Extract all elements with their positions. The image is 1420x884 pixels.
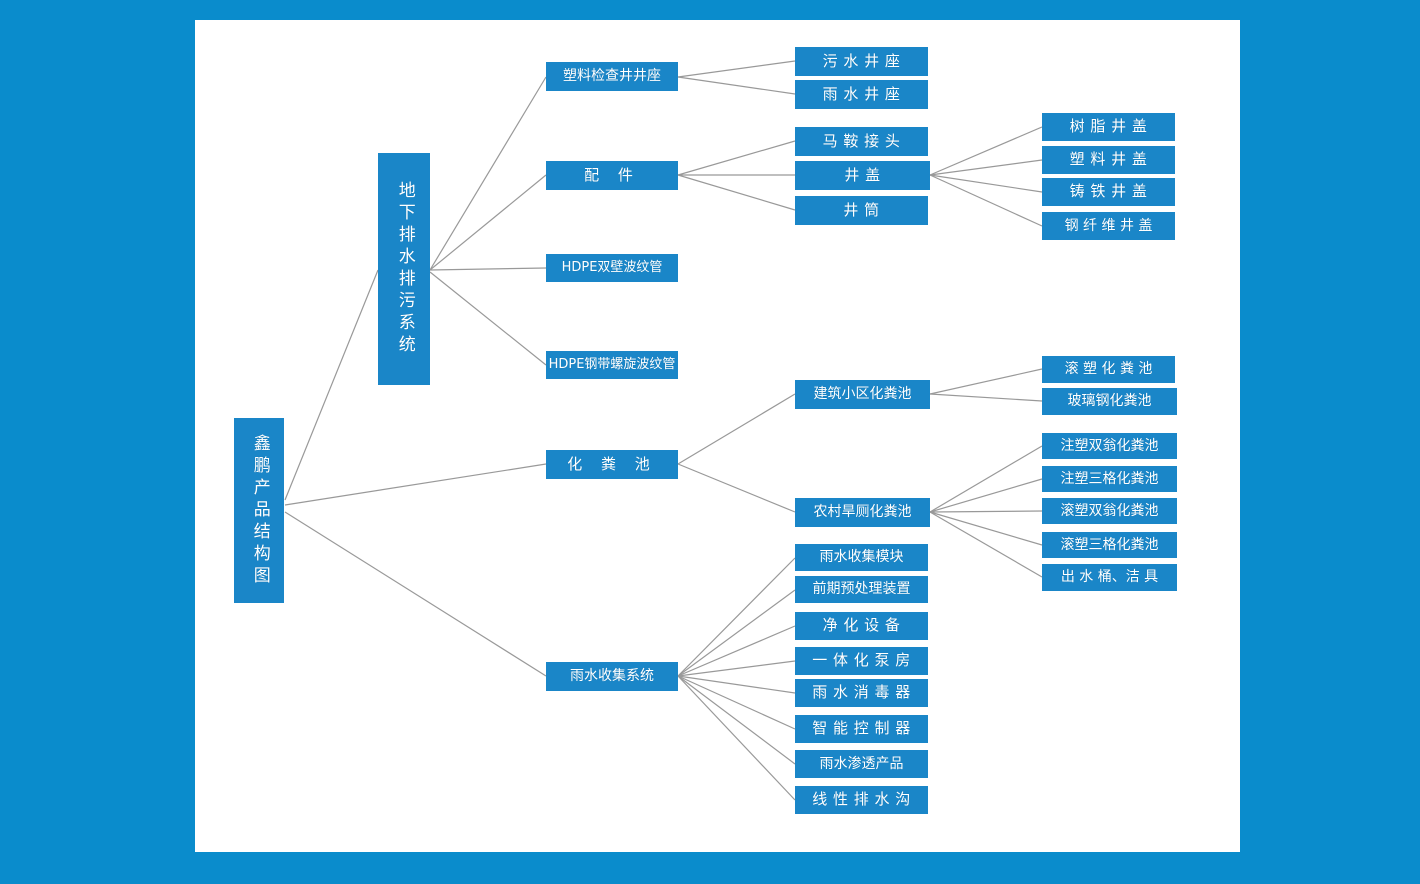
node-rural-latrine-septic-tank[interactable]: 农村旱厕化粪池 bbox=[795, 498, 930, 527]
node-hdpe-double-wall-pipe[interactable]: HDPE双壁波纹管 bbox=[546, 254, 678, 282]
node-pretreatment-device[interactable]: 前期预处理装置 bbox=[795, 576, 928, 603]
node-plastic-manhole-base[interactable]: 塑料检查井井座 bbox=[546, 62, 678, 91]
node-rotomolded-septic-tank[interactable]: 滚 塑 化 粪 池 bbox=[1042, 356, 1175, 383]
node-saddle-joint[interactable]: 马 鞍 接 头 bbox=[795, 127, 928, 156]
node-smart-controller[interactable]: 智 能 控 制 器 bbox=[795, 715, 928, 743]
node-plastic-well-cover[interactable]: 塑 料 井 盖 bbox=[1042, 146, 1175, 174]
node-fittings[interactable]: 配 件 bbox=[546, 161, 678, 190]
node-drainage-system[interactable]: 地下排水排污系统 bbox=[378, 153, 430, 385]
node-resin-well-cover[interactable]: 树 脂 井 盖 bbox=[1042, 113, 1175, 141]
node-well-cover[interactable]: 井 盖 bbox=[795, 161, 930, 190]
node-cast-iron-well-cover[interactable]: 铸 铁 井 盖 bbox=[1042, 178, 1175, 206]
node-injection-three-grid-septic-tank[interactable]: 注塑三格化粪池 bbox=[1042, 466, 1177, 492]
node-rainwater-collection-module[interactable]: 雨水收集模块 bbox=[795, 544, 928, 571]
node-rotomolded-three-grid-septic-tank[interactable]: 滚塑三格化粪池 bbox=[1042, 532, 1177, 558]
node-purification-equipment[interactable]: 净 化 设 备 bbox=[795, 612, 928, 640]
node-hdpe-steel-spiral-pipe[interactable]: HDPE钢带螺旋波纹管 bbox=[546, 351, 678, 379]
node-rainwater-sterilizer[interactable]: 雨 水 消 毒 器 bbox=[795, 679, 928, 707]
node-well-shaft[interactable]: 井 筒 bbox=[795, 196, 928, 225]
node-rainwater-infiltration-product[interactable]: 雨水渗透产品 bbox=[795, 750, 928, 778]
node-septic-tank[interactable]: 化 粪 池 bbox=[546, 450, 678, 479]
node-sewage-manhole-base[interactable]: 污 水 井 座 bbox=[795, 47, 928, 76]
node-community-septic-tank[interactable]: 建筑小区化粪池 bbox=[795, 380, 930, 409]
node-root[interactable]: 鑫鹏产品结构图 bbox=[234, 418, 284, 603]
node-frp-septic-tank[interactable]: 玻璃钢化粪池 bbox=[1042, 388, 1177, 415]
node-rotomolded-double-urn-septic-tank[interactable]: 滚塑双翁化粪池 bbox=[1042, 498, 1177, 524]
node-outlet-bucket-sanitary-ware[interactable]: 出 水 桶、洁 具 bbox=[1042, 564, 1177, 591]
node-rainwater-collection-system[interactable]: 雨水收集系统 bbox=[546, 662, 678, 691]
node-linear-drainage-ditch[interactable]: 线 性 排 水 沟 bbox=[795, 786, 928, 814]
node-injection-double-urn-septic-tank[interactable]: 注塑双翁化粪池 bbox=[1042, 433, 1177, 459]
node-integrated-pump-house[interactable]: 一 体 化 泵 房 bbox=[795, 647, 928, 675]
node-rainwater-manhole-base[interactable]: 雨 水 井 座 bbox=[795, 80, 928, 109]
node-steel-fiber-well-cover[interactable]: 钢 纤 维 井 盖 bbox=[1042, 212, 1175, 240]
